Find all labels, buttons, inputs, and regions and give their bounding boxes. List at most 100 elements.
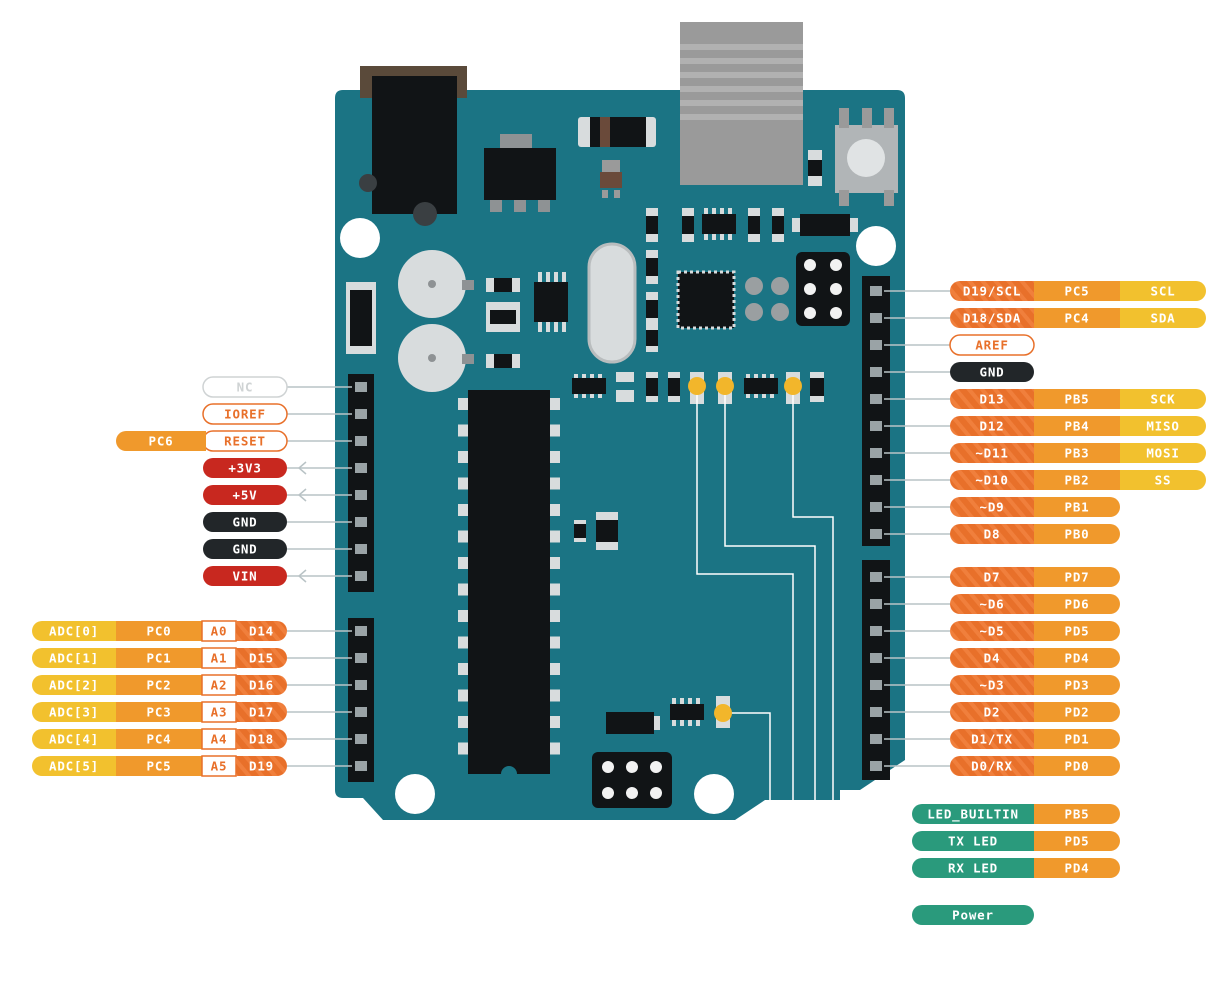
analog-digital-3: D17 bbox=[236, 702, 287, 722]
analog-adc-0: ADC[0] bbox=[32, 621, 117, 641]
right-bottom-port-6-shape bbox=[1034, 729, 1120, 749]
right-bottom-pin-3-text: D4 bbox=[984, 651, 1001, 666]
led-label-3-shape bbox=[912, 905, 1034, 925]
right-bottom-port-7-text: PD0 bbox=[1065, 759, 1090, 774]
analog-label-0: A0 bbox=[201, 620, 237, 642]
regulator-leg bbox=[490, 200, 502, 212]
analog-digital-4-text: D18 bbox=[249, 732, 274, 747]
left-pin-5-text: GND bbox=[233, 515, 258, 530]
right-pin-5-text: D12 bbox=[980, 419, 1005, 434]
arrow-icon bbox=[297, 461, 307, 475]
analog-port-5: PC5 bbox=[116, 756, 202, 776]
analog-label-4: A4 bbox=[201, 728, 237, 750]
mounting-hole bbox=[340, 218, 380, 258]
led-trace bbox=[696, 386, 912, 869]
led-indicator bbox=[716, 377, 734, 395]
right-bottom-pin-0: D7 bbox=[950, 567, 1034, 587]
analog-label-text: A4 bbox=[211, 732, 228, 747]
right-port-8-text: PB1 bbox=[1065, 500, 1090, 515]
analog-adc-2-text: ADC[2] bbox=[49, 678, 99, 693]
left-pin-6: GND bbox=[203, 539, 287, 559]
right-bottom-pin-1-shape bbox=[950, 594, 1034, 614]
transistor-body bbox=[600, 172, 622, 188]
led-label-1-text: TX LED bbox=[948, 834, 998, 849]
right-port-1: PC4 bbox=[1034, 308, 1120, 328]
right-func-7-shape bbox=[1120, 470, 1206, 490]
right-bottom-port-1-shape bbox=[1034, 594, 1120, 614]
right-pin-8-shape bbox=[950, 497, 1034, 517]
right-bottom-port-2-text: PD5 bbox=[1065, 624, 1090, 639]
chip-pin bbox=[458, 424, 468, 437]
led-indicator bbox=[688, 377, 706, 395]
right-pin-1-shape bbox=[950, 308, 1034, 328]
right-pin-8: ~D9 bbox=[950, 497, 1034, 517]
right-func-5-text: MISO bbox=[1146, 419, 1179, 434]
fuse-body bbox=[350, 290, 372, 346]
analog-adc-5: ADC[5] bbox=[32, 756, 116, 776]
right-pin-0-shape bbox=[950, 281, 1034, 301]
connector-lines bbox=[287, 290, 950, 916]
analog-adc-4-text: ADC[4] bbox=[49, 732, 99, 747]
left-pin-4-shape bbox=[203, 485, 287, 505]
right-bottom-pin-0-text: D7 bbox=[984, 570, 1001, 585]
analog-adc-3-shape bbox=[32, 702, 116, 722]
header-pin bbox=[355, 544, 367, 554]
right-port-9: PB0 bbox=[1034, 524, 1120, 544]
left-pin-1: IOREF bbox=[202, 403, 288, 425]
smd-components bbox=[486, 272, 568, 368]
analog-port-0-shape bbox=[116, 621, 202, 641]
crystal-oscillator bbox=[587, 242, 637, 364]
right-func-7: SS bbox=[1120, 470, 1206, 490]
right-port-7-shape bbox=[1034, 470, 1120, 490]
analog-port-2: PC2 bbox=[116, 675, 202, 695]
chip-pin bbox=[458, 742, 468, 755]
analog-port-1-shape bbox=[116, 648, 202, 668]
right-bottom-pin-4-shape bbox=[950, 675, 1034, 695]
chip-notch bbox=[501, 766, 517, 774]
analog-adc-3-text: ADC[3] bbox=[49, 705, 99, 720]
right-bottom-pin-4: ~D3 bbox=[950, 675, 1034, 695]
left-pin-1-text: IOREF bbox=[224, 407, 266, 422]
analog-digital-0-text: D14 bbox=[249, 624, 274, 639]
right-pin-2-shape bbox=[949, 334, 1035, 356]
analog-adc-3: ADC[3] bbox=[32, 702, 116, 722]
usb-stripes bbox=[680, 44, 803, 120]
header-pin bbox=[870, 340, 882, 350]
voltage-regulator-tab bbox=[500, 134, 532, 148]
chip-pin bbox=[550, 610, 560, 622]
right-bottom-port-4: PD3 bbox=[1034, 675, 1120, 695]
left-pin-0: NC bbox=[202, 376, 288, 398]
analog-adc-0-shape bbox=[32, 621, 117, 641]
analog-adc-4-shape bbox=[32, 729, 116, 749]
right-bottom-pin-7-shape bbox=[950, 756, 1034, 776]
right-pin-2-text: AREF bbox=[975, 338, 1008, 353]
regulator-leg bbox=[538, 200, 550, 212]
header-pin bbox=[870, 502, 882, 512]
right-pin-6-text: ~D11 bbox=[975, 446, 1008, 461]
right-bottom-port-2-shape bbox=[1034, 621, 1120, 641]
led-port-0-shape bbox=[1034, 804, 1120, 824]
header-pin bbox=[355, 571, 367, 581]
button-leg bbox=[884, 190, 894, 206]
right-bottom-pin-5: D2 bbox=[950, 702, 1034, 722]
right-bottom-port-0-text: PD7 bbox=[1065, 570, 1090, 585]
regulator-leg bbox=[514, 200, 526, 212]
analog-label-1: A1 bbox=[201, 647, 237, 669]
right-func-7-text: SS bbox=[1155, 473, 1172, 488]
analog-adc-4: ADC[4] bbox=[32, 729, 116, 749]
right-bottom-pin-6-shape bbox=[950, 729, 1034, 749]
chip-pin bbox=[550, 663, 560, 675]
analog-digital-5-text: D19 bbox=[249, 759, 274, 774]
header-pin bbox=[355, 490, 367, 500]
header-pin bbox=[355, 734, 367, 744]
header-pin bbox=[870, 626, 882, 636]
analog-port-0-text: PC0 bbox=[147, 624, 172, 639]
power-jack-pin bbox=[359, 174, 377, 192]
transistor-leg bbox=[614, 190, 620, 198]
analog-label-text: A1 bbox=[211, 651, 228, 666]
right-port-1-text: PC4 bbox=[1065, 311, 1090, 326]
led-port-1-text: PD5 bbox=[1065, 834, 1090, 849]
header-pin bbox=[355, 463, 367, 473]
right-bottom-port-2: PD5 bbox=[1034, 621, 1120, 641]
